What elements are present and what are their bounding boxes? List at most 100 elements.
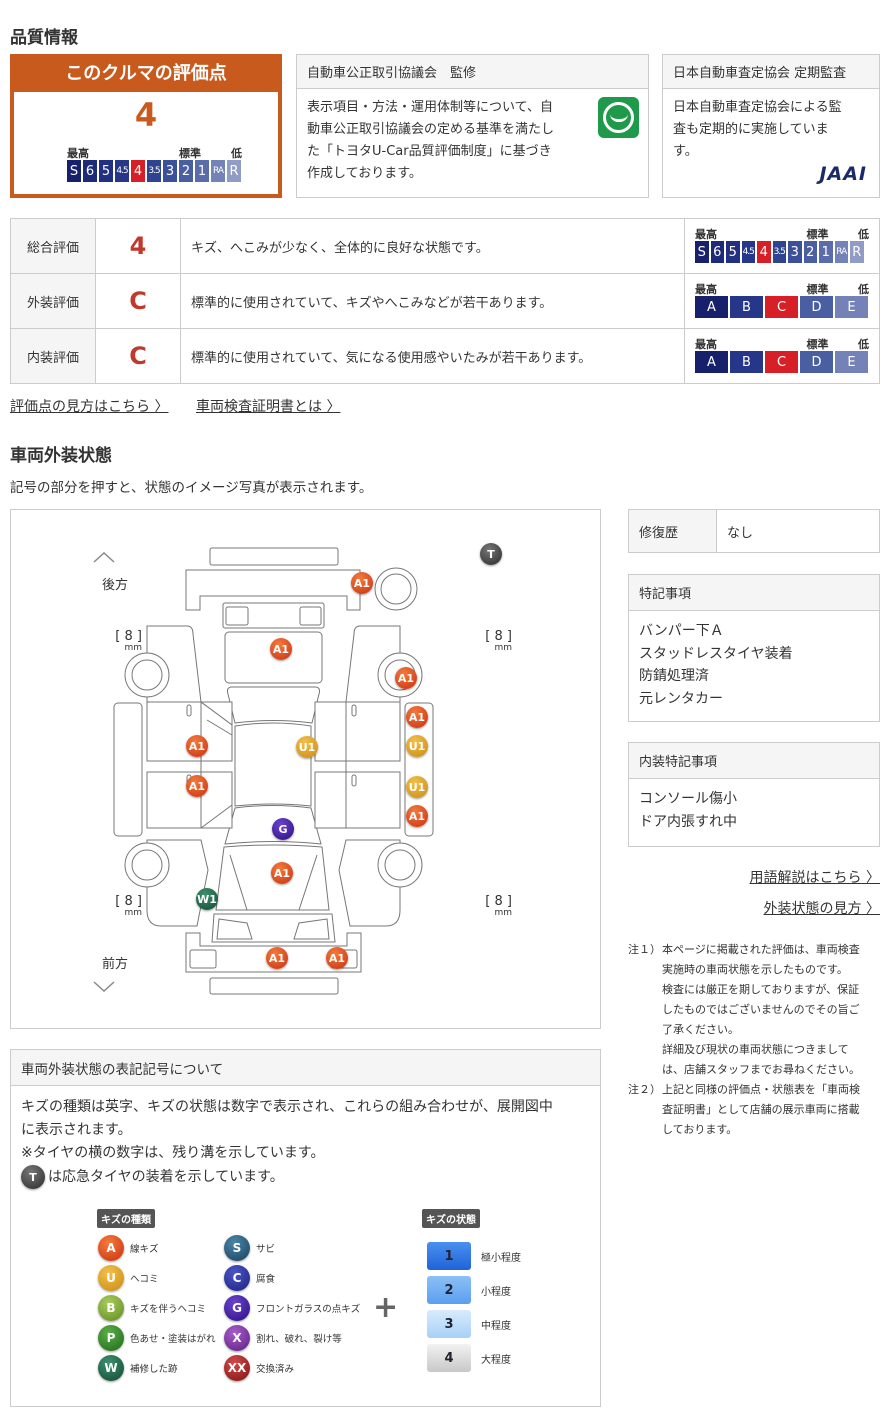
rating-label: 総合評価: [10, 218, 96, 274]
damage-marker[interactable]: A1: [186, 735, 208, 757]
damage-marker[interactable]: A1: [266, 947, 288, 969]
footnote-line: 本ページに掲載された評価は、車両検査: [662, 943, 860, 956]
damage-state-label: 小程度: [481, 1286, 511, 1298]
spare-tire-marker[interactable]: T: [480, 543, 502, 565]
damage-type-label: サビ: [256, 1244, 276, 1255]
interior-item: コンソール傷小: [639, 791, 737, 807]
damage-marker[interactable]: A1: [351, 572, 373, 594]
damage-type-label: 色あせ・塗装はがれ: [130, 1334, 216, 1345]
rating-desc: 標準的に使用されていて、キズやへこみなどが若干あります。: [180, 273, 685, 329]
scale-cell: D: [800, 296, 833, 318]
damage-marker[interactable]: A1: [186, 775, 208, 797]
scale-cell: C: [765, 351, 798, 373]
quality-title: 品質情報: [10, 28, 78, 48]
scale-cell: C: [765, 296, 798, 318]
damage-type-icon: P: [98, 1325, 124, 1351]
rating-label: 外装評価: [10, 273, 96, 329]
damage-marker[interactable]: U1: [296, 736, 318, 758]
damage-marker[interactable]: A1: [271, 862, 293, 884]
score-box-header: このクルマの評価点: [14, 58, 278, 92]
damage-marker[interactable]: U1: [406, 735, 428, 757]
damage-marker[interactable]: A1: [406, 706, 428, 728]
exterior-guide-link[interactable]: 外装状態の見方 〉: [763, 901, 880, 917]
rating-row: 外装評価 C 標準的に使用されていて、キズやへこみなどが若干あります。 最高標準…: [10, 273, 880, 329]
interior-item: ドア内張すれ中: [639, 813, 737, 830]
scale-cell: R: [227, 160, 241, 182]
footnote-line: 上記と同様の評価点・状態表を「車両検: [662, 1083, 860, 1096]
damage-type-icon: U: [98, 1265, 124, 1291]
damage-state-label: 中程度: [481, 1320, 511, 1332]
scale-cell: 4.5: [741, 241, 755, 263]
plus-icon: +: [373, 1290, 399, 1325]
exterior-subtitle: 記号の部分を押すと、状態のイメージ写真が表示されます。: [10, 480, 373, 496]
scale-cell: R: [850, 241, 864, 263]
label-standard: 標準: [179, 147, 201, 160]
tread-rear-left: [ 8 ]mm: [102, 629, 142, 653]
scale-cell: A: [695, 351, 728, 373]
glossary-link[interactable]: 用語解説はこちら 〉: [749, 870, 880, 886]
notes-header: 特記事項: [629, 575, 879, 611]
damage-marker[interactable]: U1: [406, 776, 428, 798]
scale-cell: 3.5: [147, 160, 161, 182]
damage-marker[interactable]: A1: [406, 805, 428, 827]
rating-desc: 標準的に使用されていて、気になる使用感やいたみが若干あります。: [180, 328, 685, 384]
scale-cell: 3.5: [772, 241, 786, 263]
damage-type-label: 補修した跡: [130, 1364, 178, 1375]
score-value: 4: [134, 96, 158, 134]
damage-type-icon: X: [224, 1325, 250, 1351]
footnote-mark: 注２）: [628, 1083, 661, 1096]
jaai-line: 査も定期的に実施していま: [673, 122, 829, 137]
scale-cell: 3: [788, 241, 802, 263]
scale-cell: 4.5: [115, 160, 129, 182]
rating-grade: C: [95, 273, 181, 329]
label-low: 低: [231, 147, 242, 160]
damage-type-icon: B: [98, 1295, 124, 1321]
afta-line: 表示項目・方法・運用体制等について、自: [307, 100, 553, 115]
scale-cell: E: [835, 296, 868, 318]
scale-cell: B: [730, 296, 763, 318]
jaai-header: 日本自動車査定協会 定期監査: [663, 55, 879, 89]
damage-state-badge: 2: [427, 1276, 471, 1304]
footnote-line: 検査には厳正を期しておりますが、保証: [662, 983, 860, 996]
damage-marker[interactable]: A1: [270, 638, 292, 660]
damage-type-label: フロントガラスの点キズ: [256, 1304, 361, 1315]
damage-type-label: 割れ、破れ、裂け等: [256, 1334, 342, 1345]
footnote-line: は、店舗スタッフまでお尋ねください。: [662, 1063, 860, 1076]
damage-state-label: 大程度: [481, 1354, 511, 1366]
scale-cell: RA: [834, 241, 848, 263]
legend-header: 車両外装状態の表記記号について: [11, 1050, 600, 1086]
damage-state-badge: 1: [427, 1242, 471, 1270]
certificate-link[interactable]: 車両検査証明書とは 〉: [196, 399, 341, 415]
damage-marker[interactable]: W1: [196, 888, 218, 910]
damage-state-badge: 3: [427, 1310, 471, 1338]
jaai-logo: JAAI: [819, 163, 867, 185]
scale-cell: 5: [99, 160, 113, 182]
interior-header: 内装特記事項: [629, 743, 879, 779]
score-guide-link[interactable]: 評価点の見方はこちら 〉: [10, 399, 169, 415]
damage-marker[interactable]: A1: [326, 947, 348, 969]
scale-cell: RA: [211, 160, 225, 182]
damage-type-label: 交換済み: [256, 1364, 295, 1375]
afta-header: 自動車公正取引協議会 監修: [297, 55, 648, 89]
legend-text: キズの種類は英字、キズの状態は数字で表示され、これらの組み合わせが、展開図中: [21, 1099, 553, 1115]
tread-unit: mm: [124, 643, 142, 653]
label-high: 最高: [695, 283, 717, 296]
scale-cell: 6: [83, 160, 97, 182]
rating-grade: C: [95, 328, 181, 384]
legend-text: に表示されます。: [21, 1122, 132, 1138]
damage-marker[interactable]: A1: [395, 667, 417, 689]
link-text: 車両検査証明書とは: [196, 399, 322, 415]
damage-marker[interactable]: G: [272, 818, 294, 840]
footnote-line: 査証明書」として店舗の展示車両に搭載: [662, 1103, 860, 1116]
damage-state-item: 3 中程度: [427, 1310, 511, 1338]
rear-label: 後方: [102, 578, 129, 593]
